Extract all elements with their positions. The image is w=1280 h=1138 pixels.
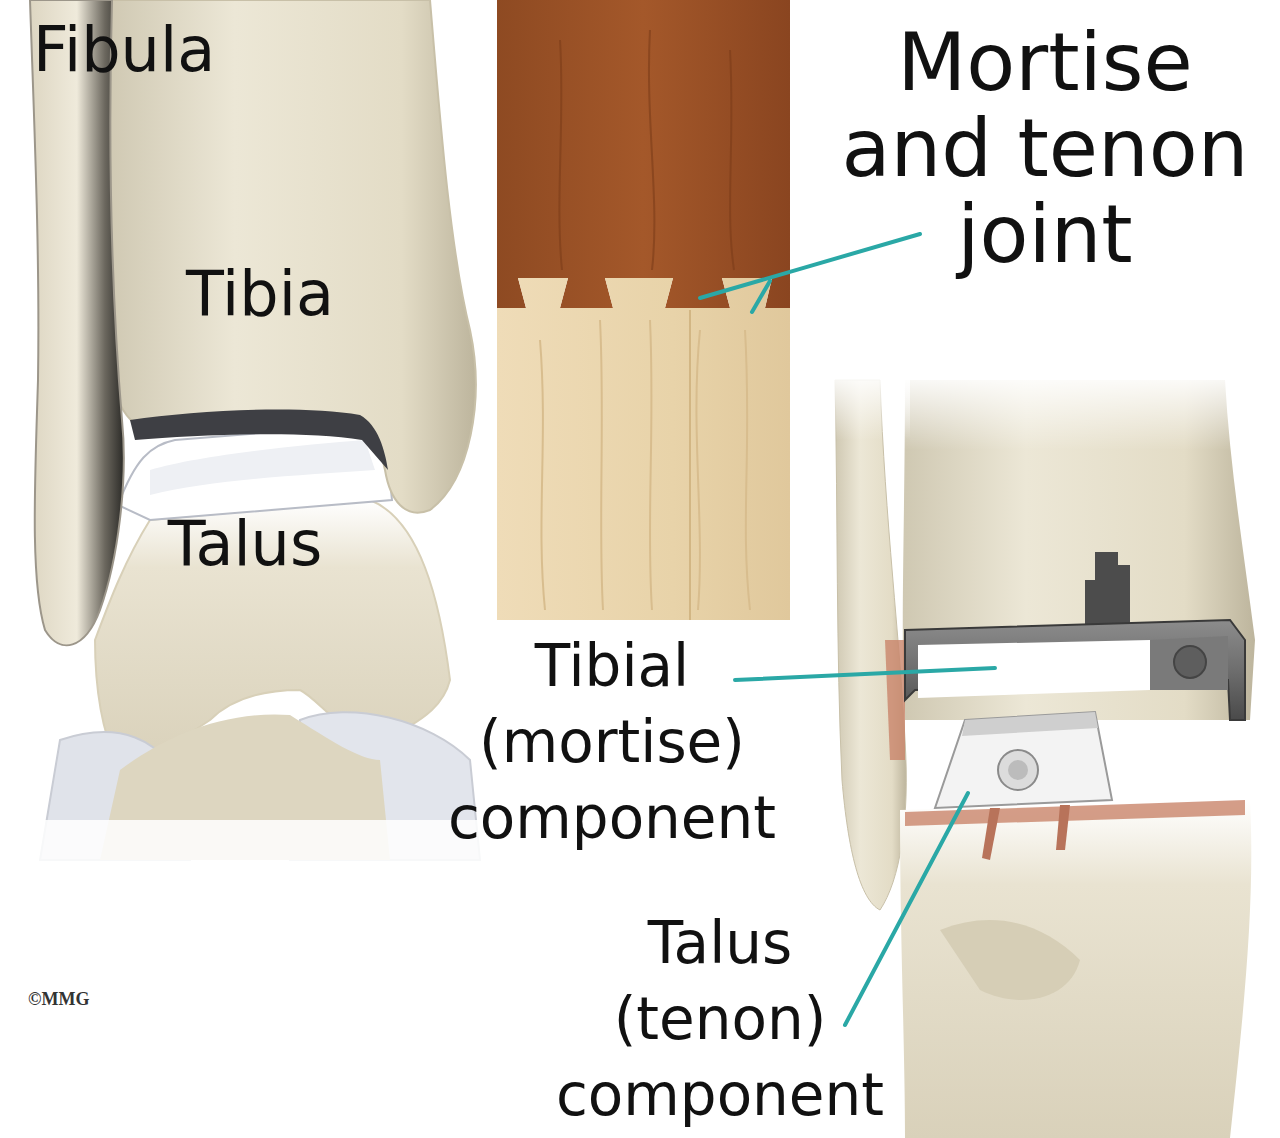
component-label: Talus (tenon) component <box>545 905 895 1133</box>
bone-label: Talus <box>145 506 345 582</box>
bone-label: Tibia <box>160 256 360 332</box>
copyright-mark: ©MMG <box>28 988 148 1010</box>
component-label: Tibial (mortise) component <box>437 628 787 856</box>
bone-label: Fibula <box>14 12 234 88</box>
joint-label: Mortise and tenon joint <box>825 20 1265 278</box>
